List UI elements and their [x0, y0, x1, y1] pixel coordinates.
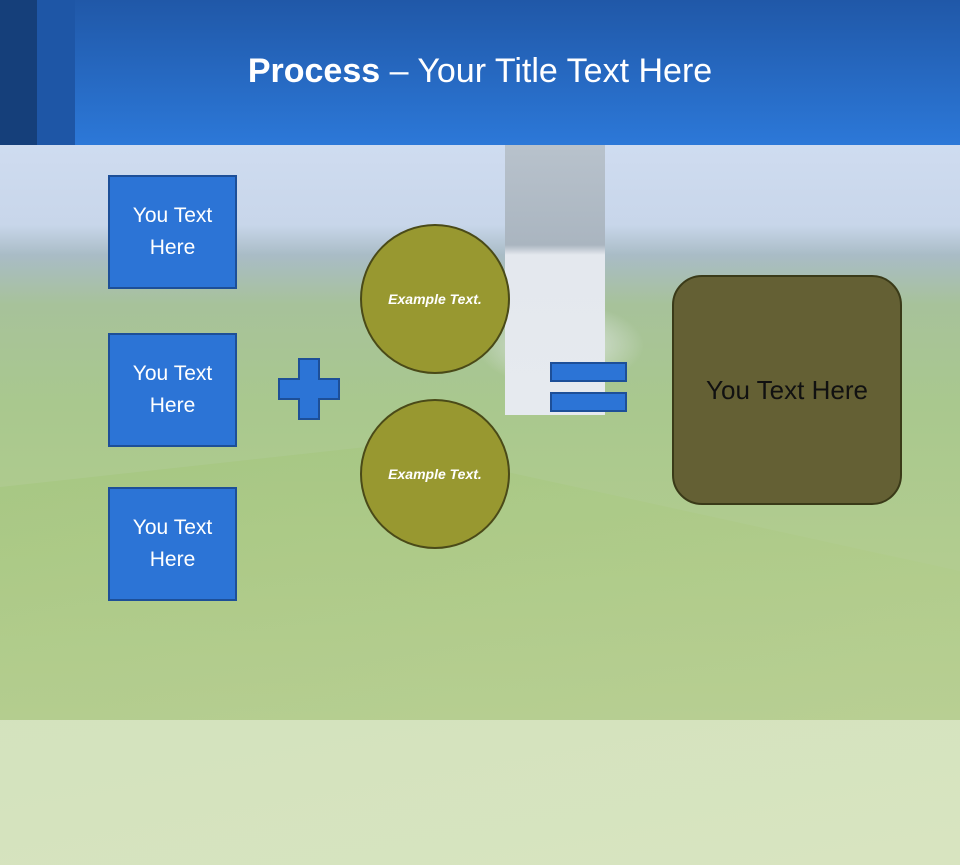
example-circle-2[interactable]: Example Text.: [360, 399, 510, 549]
title-bar: Process – Your Title Text Here: [0, 0, 960, 145]
input-box-3[interactable]: You Text Here: [108, 487, 237, 601]
plus-icon: [278, 358, 340, 420]
equals-icon-top: [550, 362, 627, 382]
accent-strip: [37, 0, 75, 145]
example-circle-1[interactable]: Example Text.: [360, 224, 510, 374]
equals-icon-bottom: [550, 392, 627, 412]
input-box-2[interactable]: You Text Here: [108, 333, 237, 447]
page-title: Process – Your Title Text Here: [0, 52, 960, 91]
accent-strip: [0, 0, 37, 145]
result-box[interactable]: You Text Here: [672, 275, 902, 505]
title-rest: – Your Title Text Here: [380, 52, 713, 90]
title-bold: Process: [247, 52, 381, 90]
input-box-1[interactable]: You Text Here: [108, 175, 237, 289]
